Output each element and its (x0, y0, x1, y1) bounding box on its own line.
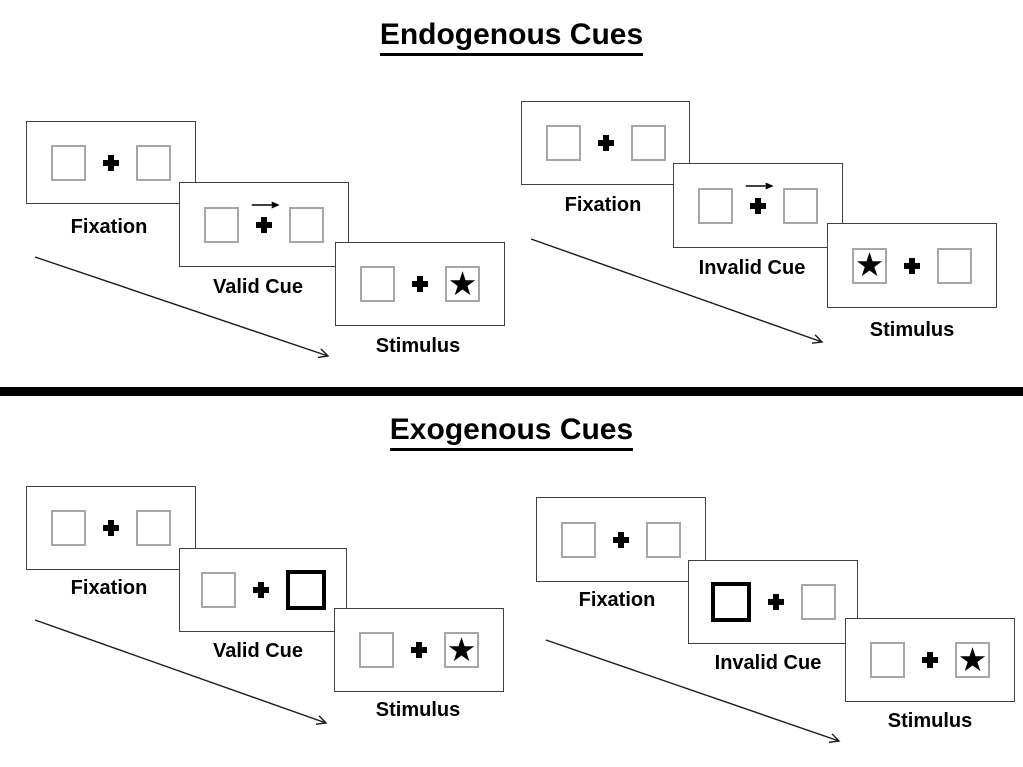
invalid-cue-panel (688, 560, 858, 644)
star-icon: ★ (447, 264, 478, 302)
right-placeholder-square (136, 510, 171, 546)
sequence-arrow-exogenous-invalid (545, 639, 839, 741)
fixation-label: Fixation (70, 577, 148, 599)
fixation-label: Fixation (70, 216, 148, 238)
fixation-cross-icon (103, 520, 119, 536)
right-target-square: ★ (445, 266, 480, 302)
sequence-arrow-endogenous-invalid (530, 238, 822, 342)
stimulus-label: Stimulus (375, 335, 461, 357)
stimulus-label: Stimulus (887, 710, 973, 732)
stimulus-panel: ★ (335, 242, 505, 326)
section-divider (0, 387, 1023, 396)
exogenous-title-text: Exogenous Cues (389, 413, 634, 451)
fixation-cross-icon (411, 642, 427, 658)
left-placeholder-square (698, 187, 733, 224)
right-target-square: ★ (955, 642, 990, 678)
stimulus-label: Stimulus (869, 319, 955, 341)
fixation-cross-icon (412, 276, 428, 292)
stimulus-panel: ★ (827, 223, 997, 308)
left-placeholder-square (359, 632, 394, 668)
fixation-cross-icon (922, 652, 938, 668)
left-placeholder-square (204, 206, 239, 243)
fixation-cross-icon (767, 594, 784, 610)
fixation-cross-icon (904, 257, 920, 274)
right-arrow-cue-icon (745, 182, 774, 189)
stimulus-panel: ★ (845, 618, 1015, 702)
peripheral-cue-box-right (285, 570, 326, 610)
fixation-label: Fixation (564, 194, 642, 216)
left-placeholder-square (870, 642, 905, 678)
fixation-cross-icon (613, 531, 629, 548)
fixation-cross-icon (597, 135, 614, 151)
right-placeholder-square (630, 125, 666, 161)
sequence-arrow-exogenous-valid (34, 619, 326, 723)
stimulus-panel: ★ (334, 608, 504, 692)
peripheral-cue-box-left (710, 582, 751, 622)
right-placeholder-square (937, 247, 972, 284)
invalid-cue-panel (673, 163, 843, 248)
valid-cue-label: Valid Cue (212, 276, 304, 298)
right-placeholder-square (136, 144, 171, 181)
right-target-square: ★ (444, 632, 479, 668)
fixation-cross-icon (750, 197, 766, 214)
stimulus-label: Stimulus (375, 699, 461, 721)
star-icon: ★ (854, 246, 885, 283)
star-icon: ★ (446, 630, 477, 668)
sequence-arrow-endogenous-valid (34, 256, 328, 356)
right-arrow-cue-icon (251, 201, 280, 208)
left-placeholder-square (561, 521, 596, 558)
central-cue-stack (251, 201, 280, 233)
fixation-panel (26, 486, 196, 570)
fixation-label: Fixation (578, 589, 656, 611)
exogenous-section-title: Exogenous Cues (0, 413, 1023, 451)
right-placeholder-square (289, 206, 324, 243)
right-placeholder-square (783, 187, 818, 224)
central-cue-stack (745, 182, 774, 214)
left-placeholder-square (200, 572, 236, 608)
fixation-panel (536, 497, 706, 582)
invalid-cue-label: Invalid Cue (714, 652, 822, 674)
right-placeholder-square (800, 584, 836, 620)
left-placeholder-square (51, 510, 86, 546)
fixation-panel (26, 121, 196, 204)
fixation-cross-icon (252, 582, 269, 598)
right-placeholder-square (646, 521, 681, 558)
fixation-panel (521, 101, 690, 185)
star-icon: ★ (957, 640, 988, 678)
valid-cue-panel (179, 182, 349, 267)
endogenous-section-title: Endogenous Cues (0, 18, 1023, 56)
left-target-square: ★ (852, 246, 887, 284)
fixation-cross-icon (256, 216, 272, 233)
valid-cue-label: Valid Cue (212, 640, 304, 662)
left-placeholder-square (51, 144, 86, 181)
fixation-cross-icon (103, 154, 119, 171)
endogenous-title-text: Endogenous Cues (379, 18, 644, 56)
invalid-cue-label: Invalid Cue (698, 257, 806, 279)
left-placeholder-square (360, 266, 395, 302)
left-placeholder-square (545, 125, 581, 161)
valid-cue-panel (179, 548, 347, 632)
